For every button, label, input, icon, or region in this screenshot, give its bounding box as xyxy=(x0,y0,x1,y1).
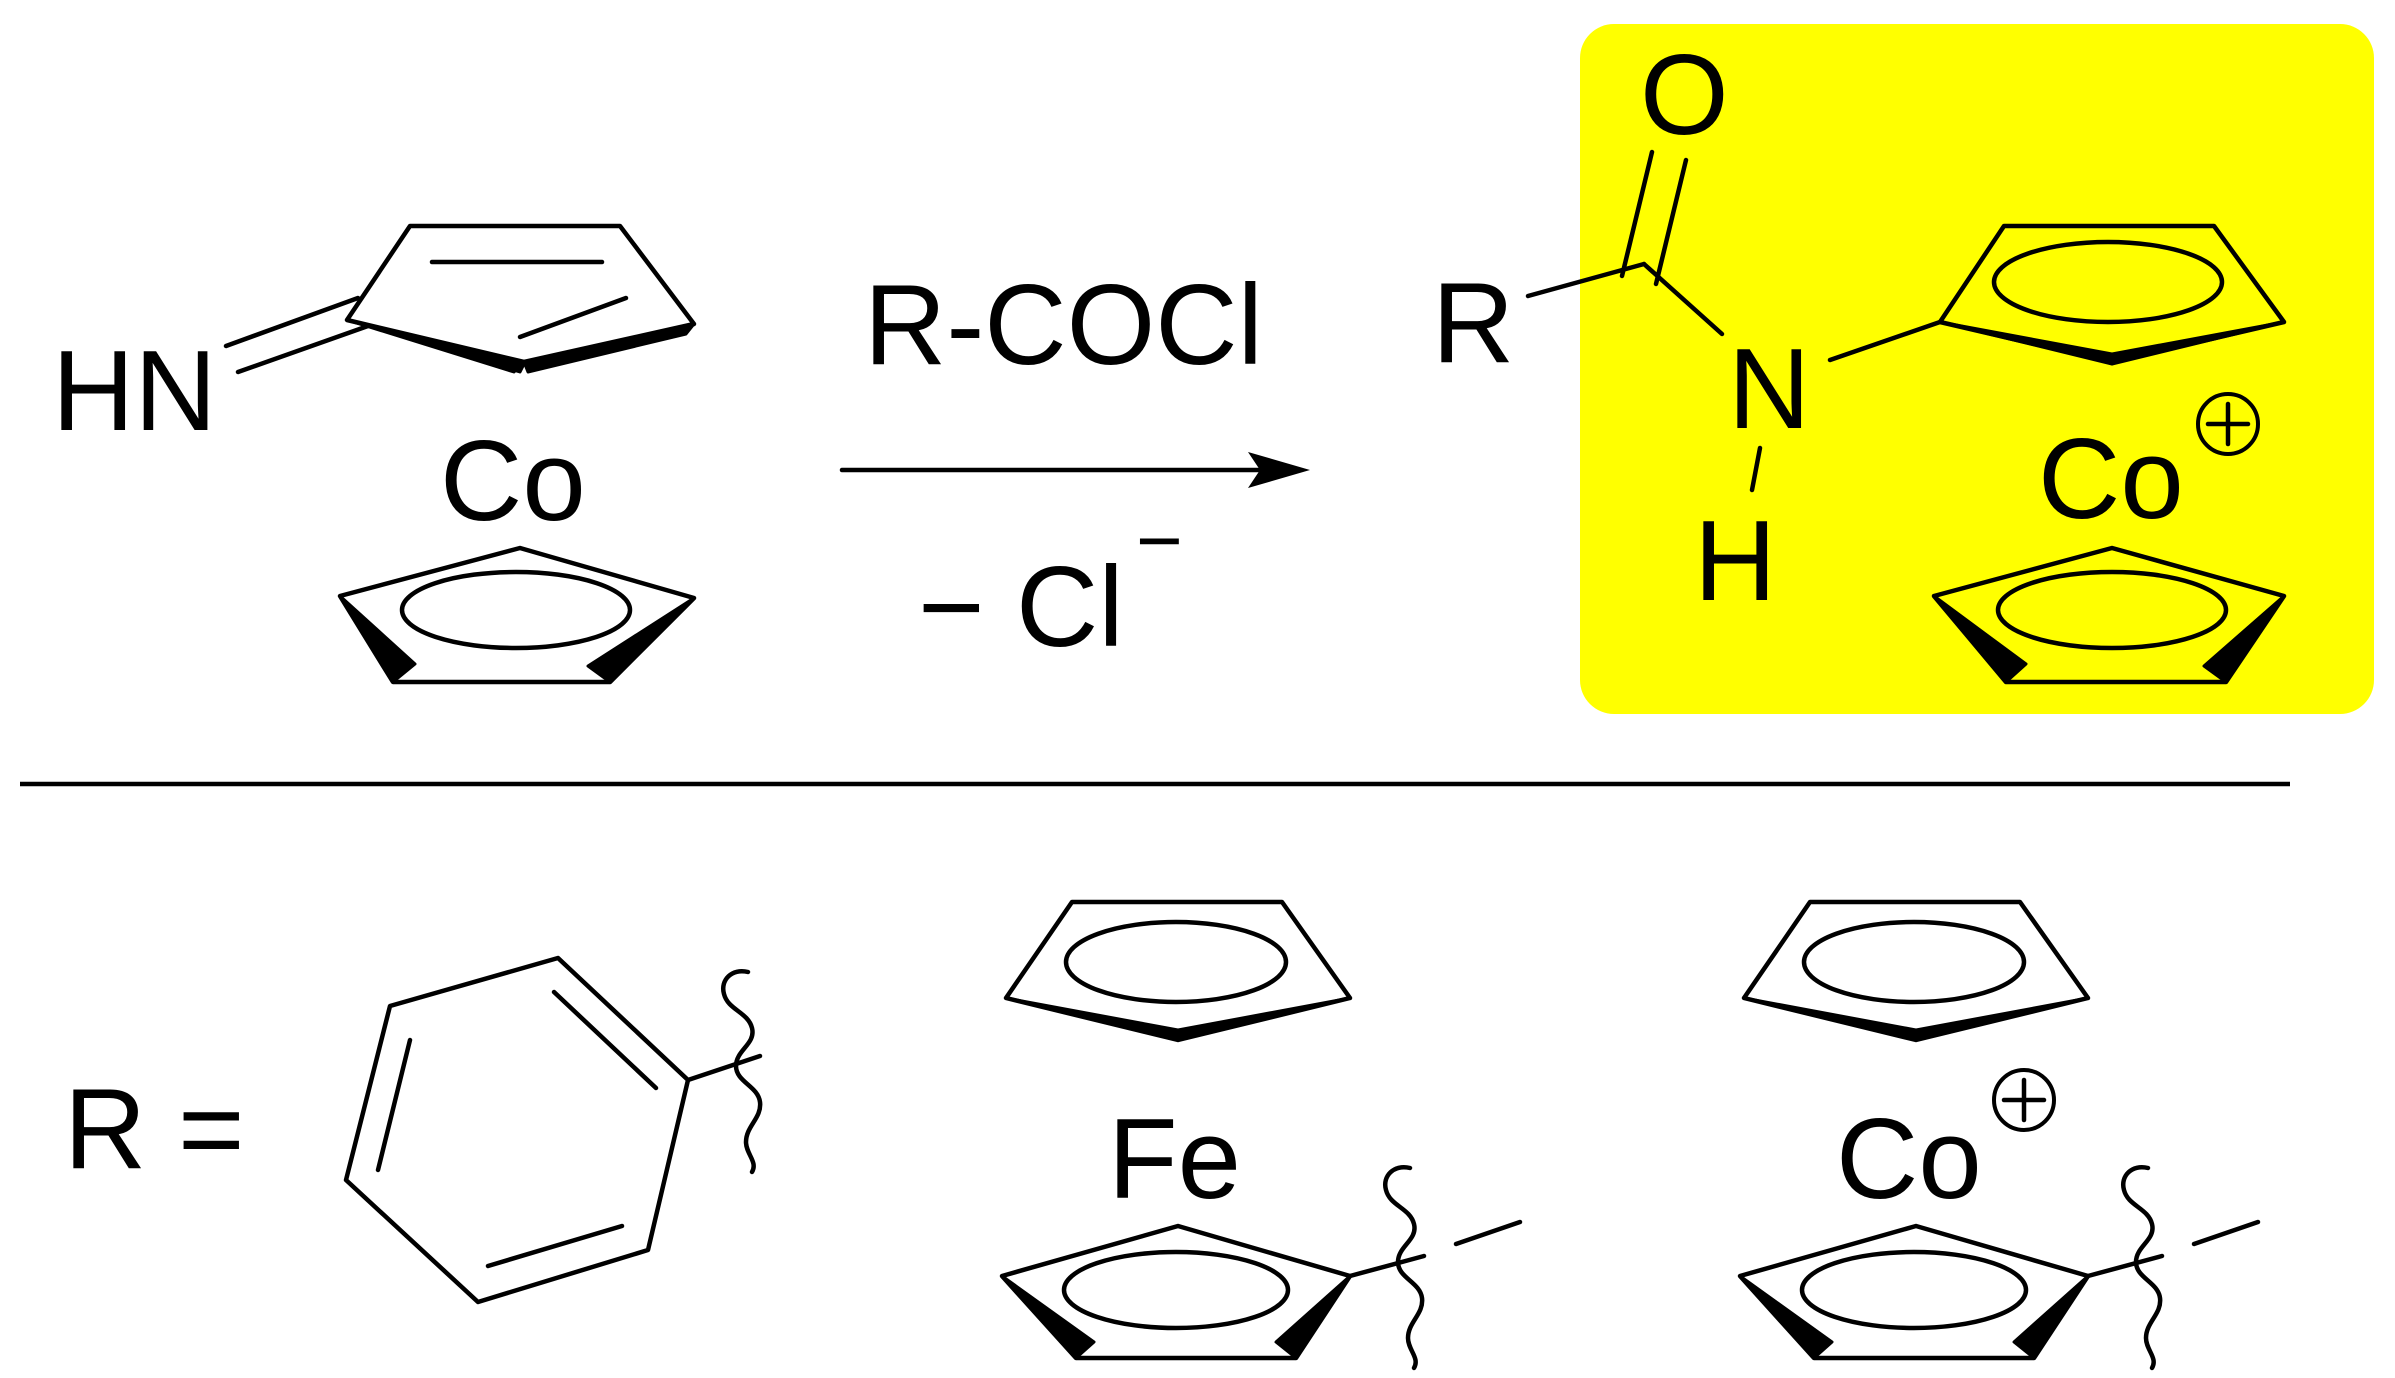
r-cobaltocenium-charge-circle xyxy=(1992,1068,2056,1132)
product-amide-cobaltocenium: O R N H Co xyxy=(1432,32,2287,685)
r-cobaltocenium-metal: Co xyxy=(1836,1096,1982,1223)
product-top-ring-aromatic xyxy=(1991,239,2225,325)
r-ferrocenyl-metal: Fe xyxy=(1108,1096,1241,1223)
reactant-bottom-ring-aromatic xyxy=(399,569,633,651)
reagent-top: R-COCl xyxy=(864,262,1263,389)
r-phenyl xyxy=(343,955,763,1305)
product-oxygen-label: O xyxy=(1640,32,1729,159)
r-ferrocenyl: Fe xyxy=(999,899,1523,1371)
product-charge-circle xyxy=(2196,392,2260,456)
product-nitrogen-label: N xyxy=(1728,326,1810,453)
product-highlight xyxy=(1580,24,2374,714)
reactant-bottom-ring xyxy=(337,545,697,685)
reactant-imine-cobaltocene: HN Co xyxy=(52,223,697,685)
product-bottom-ring-aromatic xyxy=(1995,569,2229,651)
r-phenyl-attachment-wavy xyxy=(720,968,763,1175)
r-definition-label: R = xyxy=(64,1066,245,1193)
reagent-bottom-charge: − xyxy=(1136,496,1183,585)
reagent-bottom-minus: − xyxy=(918,544,985,671)
product-bottom-ring xyxy=(1931,545,2287,685)
reaction-conditions: R-COCl − Cl − xyxy=(839,262,1310,671)
imine-double-bond xyxy=(223,295,361,349)
product-hydrogen-label: H xyxy=(1694,498,1776,625)
r-cobaltocenium: Co xyxy=(1737,899,2261,1371)
product-r-label: R xyxy=(1432,260,1514,387)
reactant-metal-label: Co xyxy=(440,418,586,545)
reactant-imine-label: HN xyxy=(52,328,217,455)
product-metal-label: Co xyxy=(2038,416,2184,543)
reagent-bottom-ion: Cl xyxy=(1016,544,1124,671)
reaction-arrow-head xyxy=(1248,452,1310,488)
